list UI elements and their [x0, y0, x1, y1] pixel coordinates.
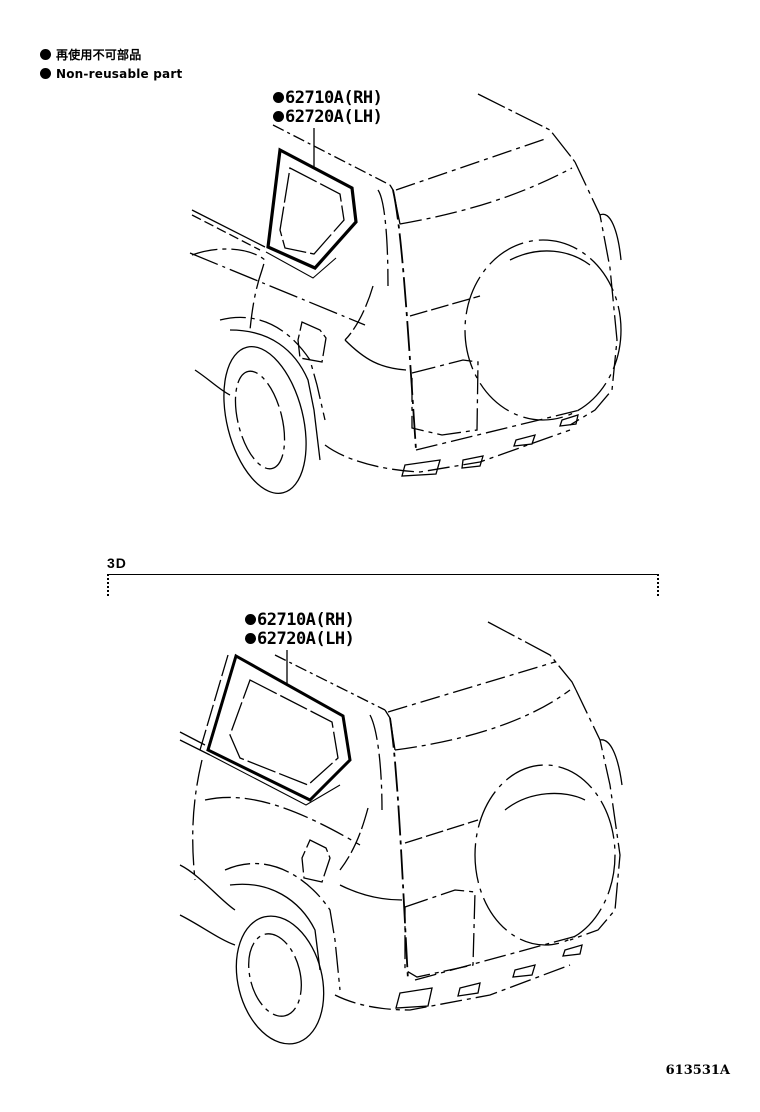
legend-item-en: Non-reusable part	[40, 64, 182, 83]
illustration-3door	[179, 621, 623, 1045]
non-reusable-marker-icon	[273, 92, 284, 103]
non-reusable-marker-icon	[245, 614, 256, 625]
part-number-lh: 62720A(LH)	[257, 629, 355, 649]
legend-label-jp: 再使用不可部品	[56, 48, 142, 62]
callout-part-lh[interactable]: 62720A(LH)	[273, 107, 383, 127]
callout-bottom: 62710A(RH) 62720A(LH)	[245, 610, 355, 649]
non-reusable-marker-icon	[245, 633, 256, 644]
non-reusable-marker-icon	[273, 111, 284, 122]
reference-code: 613531A	[665, 1063, 730, 1078]
part-number-rh: 62710A(RH)	[285, 88, 383, 108]
part-number-lh: 62720A(LH)	[285, 107, 383, 127]
filled-circle-icon	[40, 49, 51, 60]
part-number-rh: 62710A(RH)	[257, 610, 355, 630]
callout-part-rh[interactable]: 62710A(RH)	[273, 88, 383, 108]
callout-part-rh[interactable]: 62710A(RH)	[245, 610, 355, 630]
legend-item-jp: 再使用不可部品	[40, 45, 182, 64]
illustration-5door	[189, 93, 622, 495]
filled-circle-icon	[40, 68, 51, 79]
legend: 再使用不可部品 Non-reusable part	[40, 45, 182, 83]
section-label-3d: 3D	[107, 555, 127, 571]
legend-label-en: Non-reusable part	[56, 66, 183, 81]
callout-top: 62710A(RH) 62720A(LH)	[273, 88, 383, 127]
section-bracket	[107, 574, 659, 596]
callout-part-lh[interactable]: 62720A(LH)	[245, 629, 355, 649]
